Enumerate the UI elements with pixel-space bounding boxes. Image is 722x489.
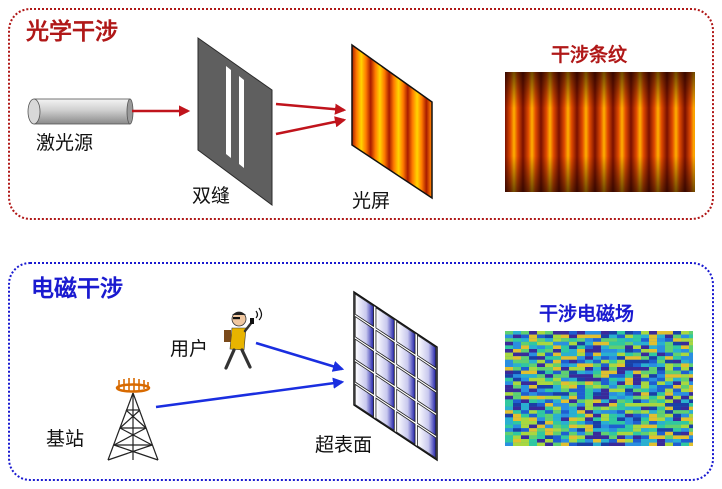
fringe-pattern-title: 干涉条纹 — [551, 44, 628, 66]
slit-beam-upper-arrow — [275, 102, 347, 115]
em-section-title: 电磁干涉 — [31, 276, 123, 302]
em-interference-panel — [8, 262, 714, 481]
metasurface-cell — [354, 338, 374, 373]
screen-label: 光屏 — [352, 190, 391, 212]
metasurface-cell — [396, 411, 416, 445]
metasurface-icon — [353, 290, 438, 462]
laser-source-label: 激光源 — [36, 132, 94, 154]
metasurface-cell — [396, 365, 416, 400]
metasurface-cell — [417, 334, 437, 369]
metasurface-cell — [375, 352, 395, 387]
metasurface-cell — [417, 357, 437, 391]
laser-source-icon — [27, 98, 134, 125]
metasurface-cell — [375, 397, 395, 432]
slit-beam-lower-arrow — [275, 116, 347, 136]
metasurface-cell — [375, 374, 395, 409]
base-station-signal-arrow — [155, 377, 345, 409]
metasurface-cell — [354, 293, 374, 328]
metasurface-cell — [375, 307, 395, 341]
metasurface-label: 超表面 — [315, 434, 373, 456]
optical-section-title: 光学干涉 — [26, 19, 118, 45]
metasurface-cell — [375, 329, 395, 364]
metasurface-cell — [354, 315, 374, 350]
metasurface-cell — [417, 402, 437, 437]
interference-fringe-image — [505, 72, 695, 192]
double-slit-icon — [197, 37, 273, 206]
user-label: 用户 — [170, 338, 209, 360]
base-station-tower-icon — [107, 378, 159, 461]
metasurface-cell — [417, 379, 437, 414]
screen-fringes-icon — [351, 43, 433, 200]
metasurface-cell — [354, 383, 374, 418]
em-pattern-title: 干涉电磁场 — [539, 303, 635, 325]
user-walking-icon — [224, 307, 263, 370]
em-field-pattern-image — [505, 331, 693, 446]
metasurface-cell — [354, 361, 374, 395]
metasurface-cell — [417, 424, 437, 459]
user-signal-arrow — [255, 341, 345, 372]
metasurface-cell — [396, 388, 416, 423]
optical-interference-panel — [8, 8, 714, 220]
metasurface-cell — [396, 343, 416, 378]
metasurface-cell — [396, 320, 416, 355]
base-station-label: 基站 — [46, 428, 85, 450]
double-slit-label: 双缝 — [192, 185, 231, 207]
